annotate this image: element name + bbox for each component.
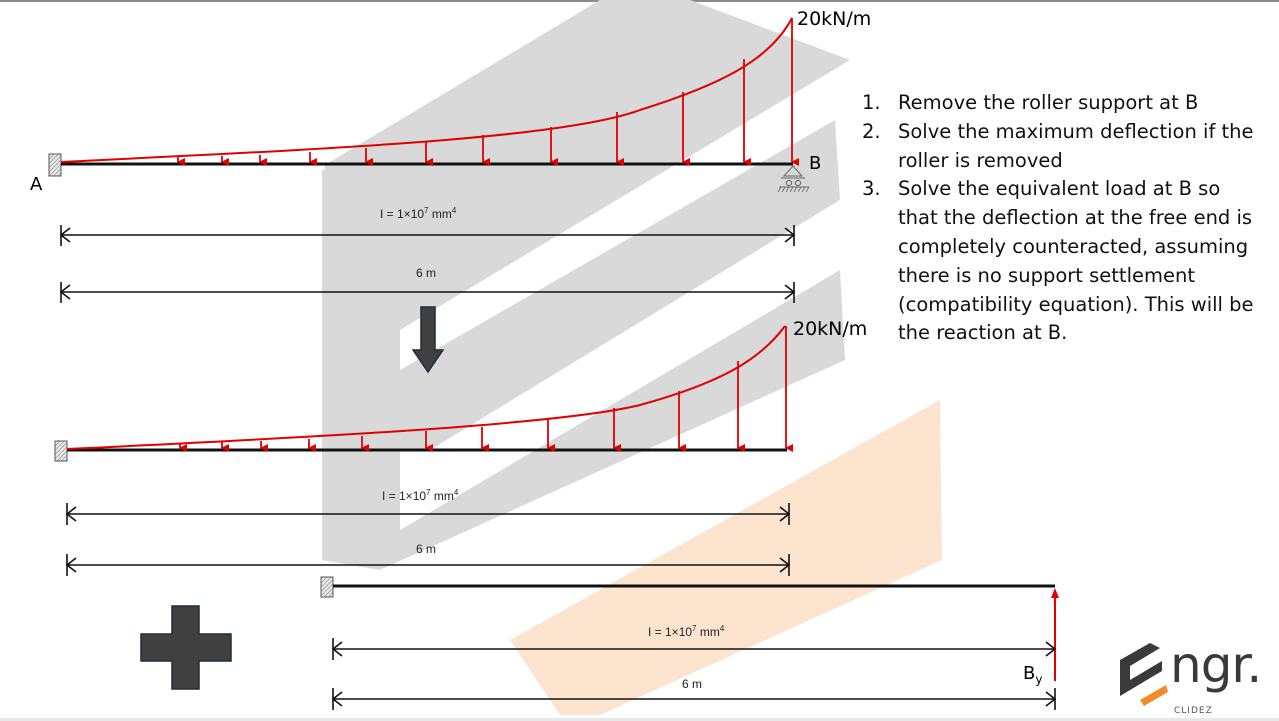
logo-subtitle: CLIDEZ bbox=[1174, 706, 1213, 716]
plus-icon bbox=[140, 605, 232, 690]
dimension-line-span-top bbox=[59, 282, 796, 303]
step-item: 3. Solve the equivalent load at B so tha… bbox=[862, 175, 1262, 348]
load-arrows-top bbox=[177, 18, 799, 166]
label-span-bottom: 6 m bbox=[682, 677, 703, 691]
load-arrows-middle bbox=[179, 326, 793, 452]
label-load-top: 20kN/m bbox=[797, 8, 872, 30]
fixed-support-a bbox=[48, 153, 62, 177]
label-support-a: A bbox=[30, 174, 43, 195]
label-inertia-top: I = 1×107 mm4 bbox=[380, 206, 457, 221]
dimension-line-span-middle bbox=[65, 554, 791, 576]
middle-beam-diagram bbox=[54, 325, 793, 576]
dimension-line-inertia-middle bbox=[65, 503, 791, 525]
dimension-line-span-bottom bbox=[331, 688, 1057, 710]
label-inertia-bottom: I = 1×107 mm4 bbox=[648, 624, 725, 639]
step-text: Remove the roller support at B bbox=[898, 91, 1199, 114]
label-span-middle: 6 m bbox=[416, 542, 437, 556]
logo-wordmark: ngr. bbox=[1170, 636, 1262, 694]
fixed-support-middle bbox=[54, 440, 68, 462]
dimension-line-inertia-top bbox=[59, 225, 796, 246]
step-number: 1. bbox=[862, 91, 881, 114]
step-item: 2. Solve the maximum deflection if the r… bbox=[862, 118, 1262, 176]
label-load-middle: 20kN/m bbox=[793, 318, 868, 340]
label-inertia-middle: I = 1×107 mm4 bbox=[382, 488, 459, 503]
load-curve-middle bbox=[66, 325, 786, 450]
load-curve-top bbox=[60, 17, 793, 163]
roller-support-b bbox=[777, 165, 810, 193]
label-support-b: B bbox=[809, 153, 822, 174]
step-item: 1. Remove the roller support at B bbox=[862, 89, 1262, 118]
reaction-force-by bbox=[1051, 588, 1059, 681]
dimension-line-inertia-bottom bbox=[331, 638, 1057, 660]
logo-mark bbox=[1120, 643, 1168, 706]
label-span-top: 6 m bbox=[416, 266, 437, 280]
steps-list: 1. Remove the roller support at B 2. Sol… bbox=[862, 89, 1262, 348]
down-arrow-icon bbox=[411, 306, 445, 374]
watermark-gray bbox=[322, 0, 850, 570]
watermark-orange bbox=[510, 400, 942, 715]
step-text: Solve the equivalent load at B so that t… bbox=[898, 177, 1254, 345]
step-number: 3. bbox=[862, 177, 881, 201]
label-reaction-by: By bbox=[1023, 663, 1043, 687]
step-number: 2. bbox=[862, 119, 881, 143]
bottom-beam-diagram bbox=[320, 576, 1059, 710]
step-text: Solve the maximum deflection if the roll… bbox=[898, 119, 1254, 172]
fixed-support-bottom bbox=[320, 576, 334, 598]
bottom-border bbox=[0, 718, 1279, 721]
top-beam-diagram bbox=[48, 17, 810, 303]
